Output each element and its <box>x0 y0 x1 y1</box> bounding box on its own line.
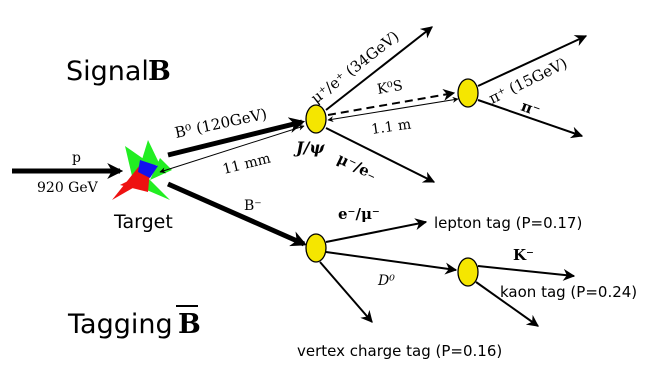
vertex-charge-track <box>319 261 373 323</box>
signal-title: Signal B <box>66 56 171 87</box>
signal-title-prefix: Signal <box>66 56 149 87</box>
tagging-title-prefix: Tagging <box>67 309 173 340</box>
target-label: Target <box>113 211 173 233</box>
beam-energy-label: 920 GeV <box>37 180 99 196</box>
d0-track <box>325 251 458 275</box>
kaon-tag-label: kaon tag (P=0.24) <box>500 283 637 301</box>
vertex-charge-tag-label: vertex charge tag (P=0.16) <box>297 342 502 360</box>
kaon-label: K⁻ <box>513 246 534 264</box>
jpsi-label: J/ψ <box>293 138 325 157</box>
b0-flight-length: 11 mm <box>221 151 272 178</box>
tagging-title-particle: B <box>178 309 201 340</box>
pi-minus-track <box>477 99 584 139</box>
ks-track <box>327 88 456 116</box>
pi-minus-label: π⁻ <box>519 97 543 120</box>
mu-minus-label: μ⁻/e₋ <box>334 149 379 184</box>
b-minus-label: B⁻ <box>244 198 262 214</box>
d0-label: D⁰ <box>377 273 395 289</box>
d0-second-track <box>475 281 539 327</box>
mu-minus-track <box>325 127 436 183</box>
lepton-label: e⁻/μ⁻ <box>338 205 380 223</box>
beam-particle-label: p <box>72 150 81 166</box>
b-decay-vertex <box>305 233 327 263</box>
ks-flight-length: 1.1 m <box>370 117 412 138</box>
jpsi-vertex <box>305 104 327 134</box>
ks-flight-length-arrow <box>327 96 459 123</box>
b0-label: B⁰ (120GeV) <box>173 105 269 142</box>
lepton-tag-label: lepton tag (P=0.17) <box>434 214 582 232</box>
lepton-track <box>325 218 428 243</box>
b-minus-track <box>166 181 307 247</box>
kaon-track <box>477 265 576 281</box>
ks-label: K⁰S <box>376 78 404 98</box>
pi-plus-track <box>477 35 588 87</box>
signal-title-particle: B <box>148 56 171 87</box>
b0-flight-length-arrow <box>159 124 305 174</box>
target-star <box>112 140 172 200</box>
d0-vertex <box>457 257 479 287</box>
ks-vertex <box>457 78 479 108</box>
mu-plus-track <box>325 26 433 111</box>
tagging-title: Tagging B <box>67 305 201 340</box>
